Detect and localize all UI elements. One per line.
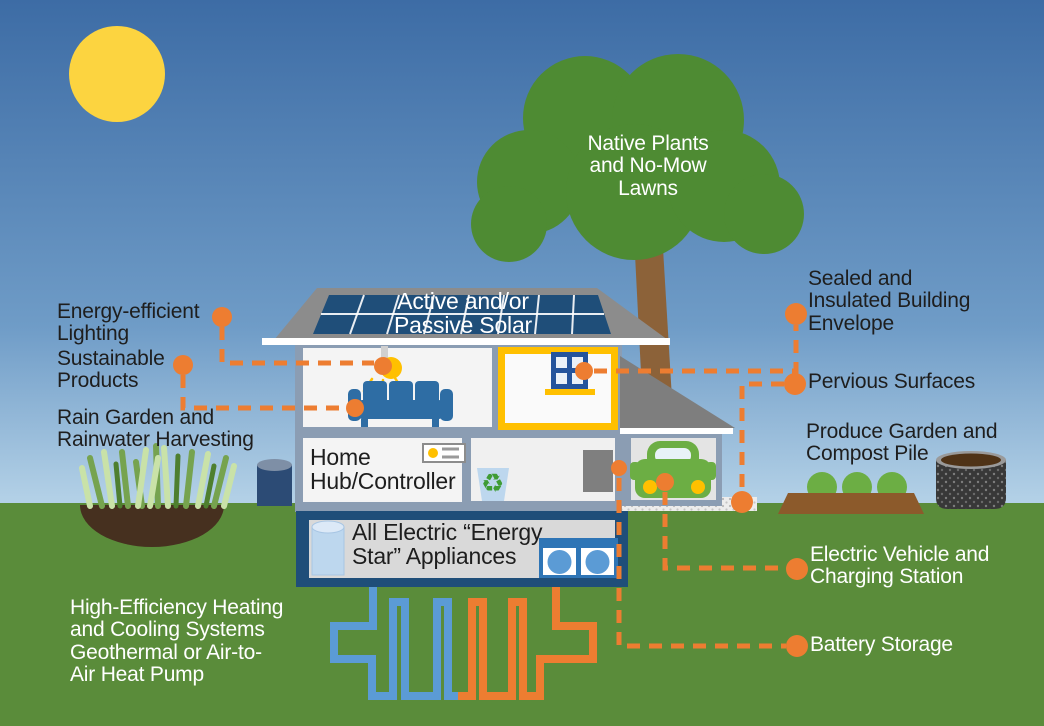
sealed-envelope-label: Sealed and Insulated Building Envelope [808,267,971,335]
dot-battery-label [786,635,808,657]
dot-car [656,473,674,491]
washer-dryer-icon [539,538,618,578]
geothermal-pipe-orange [458,582,597,700]
connector-battery [616,478,786,649]
tree-canopy [471,54,804,262]
couch-icon [348,381,453,427]
house [262,288,670,512]
native-plants-label: Native Plants and No-Mow Lawns [587,132,709,200]
connector-electric-vehicle [662,492,786,571]
dot-driveway [731,491,753,513]
electric-vehicle-label: Electric Vehicle and Charging Station [810,543,990,589]
rain-garden-label: Rain Garden and Rainwater Harvesting [57,406,254,452]
heating-cooling-label: High-Efficiency Heating and Cooling Syst… [70,596,284,686]
callout-connectors [180,325,799,649]
tree [471,54,804,432]
sustainable-products-label: Sustainable Products [57,347,165,393]
recycle-icon: ♻ [481,468,505,498]
dot-couch [346,399,364,417]
dot-battery-unit [611,460,627,476]
dot-pervious-label [784,373,806,395]
battery-unit [583,450,613,492]
garage-roof [620,356,735,428]
basement [296,511,628,587]
sun-icon [69,26,165,122]
dot-lighting-label [212,307,232,327]
rain-garden-soil [80,505,224,547]
rain-garden [79,443,237,547]
connector-sealed-envelope [594,325,799,374]
roof-fascia [262,338,670,345]
battery-storage-label: Battery Storage [810,633,953,656]
solar-label: Active and/or Passive Solar [393,288,533,339]
geothermal-loop [330,582,597,700]
dot-sealed-label [785,303,807,325]
compost-bin-icon [936,451,1006,509]
connector-sustainable [180,375,346,411]
connector-lighting [219,327,374,366]
pervious-surfaces-label: Pervious Surfaces [808,370,976,393]
callout-dots [173,303,808,657]
dot-sustainable-label [173,355,193,375]
hub-device-icon [422,443,466,463]
produce-garden-icon [778,472,924,514]
produce-garden-label: Produce Garden and Compost Pile [806,420,998,466]
geothermal-pipe-blue [330,582,458,700]
home-hub-label: Home Hub/Controller [310,444,456,495]
dot-window [575,362,593,380]
recycle-bin-icon [477,468,509,501]
garage [620,356,735,506]
rain-barrel-icon [257,459,292,506]
water-heater-icon [311,520,345,576]
connector-pervious [739,381,784,492]
rain-garden-grass [79,443,237,509]
energy-efficient-lighting-label: Energy-efficient Lighting [57,300,200,346]
solar-panel-icon [313,294,611,335]
garage-fascia [620,428,733,434]
dot-ev-label [786,558,808,580]
energy-star-appliances-label: All Electric “Energy Star” Appliances [352,519,543,570]
